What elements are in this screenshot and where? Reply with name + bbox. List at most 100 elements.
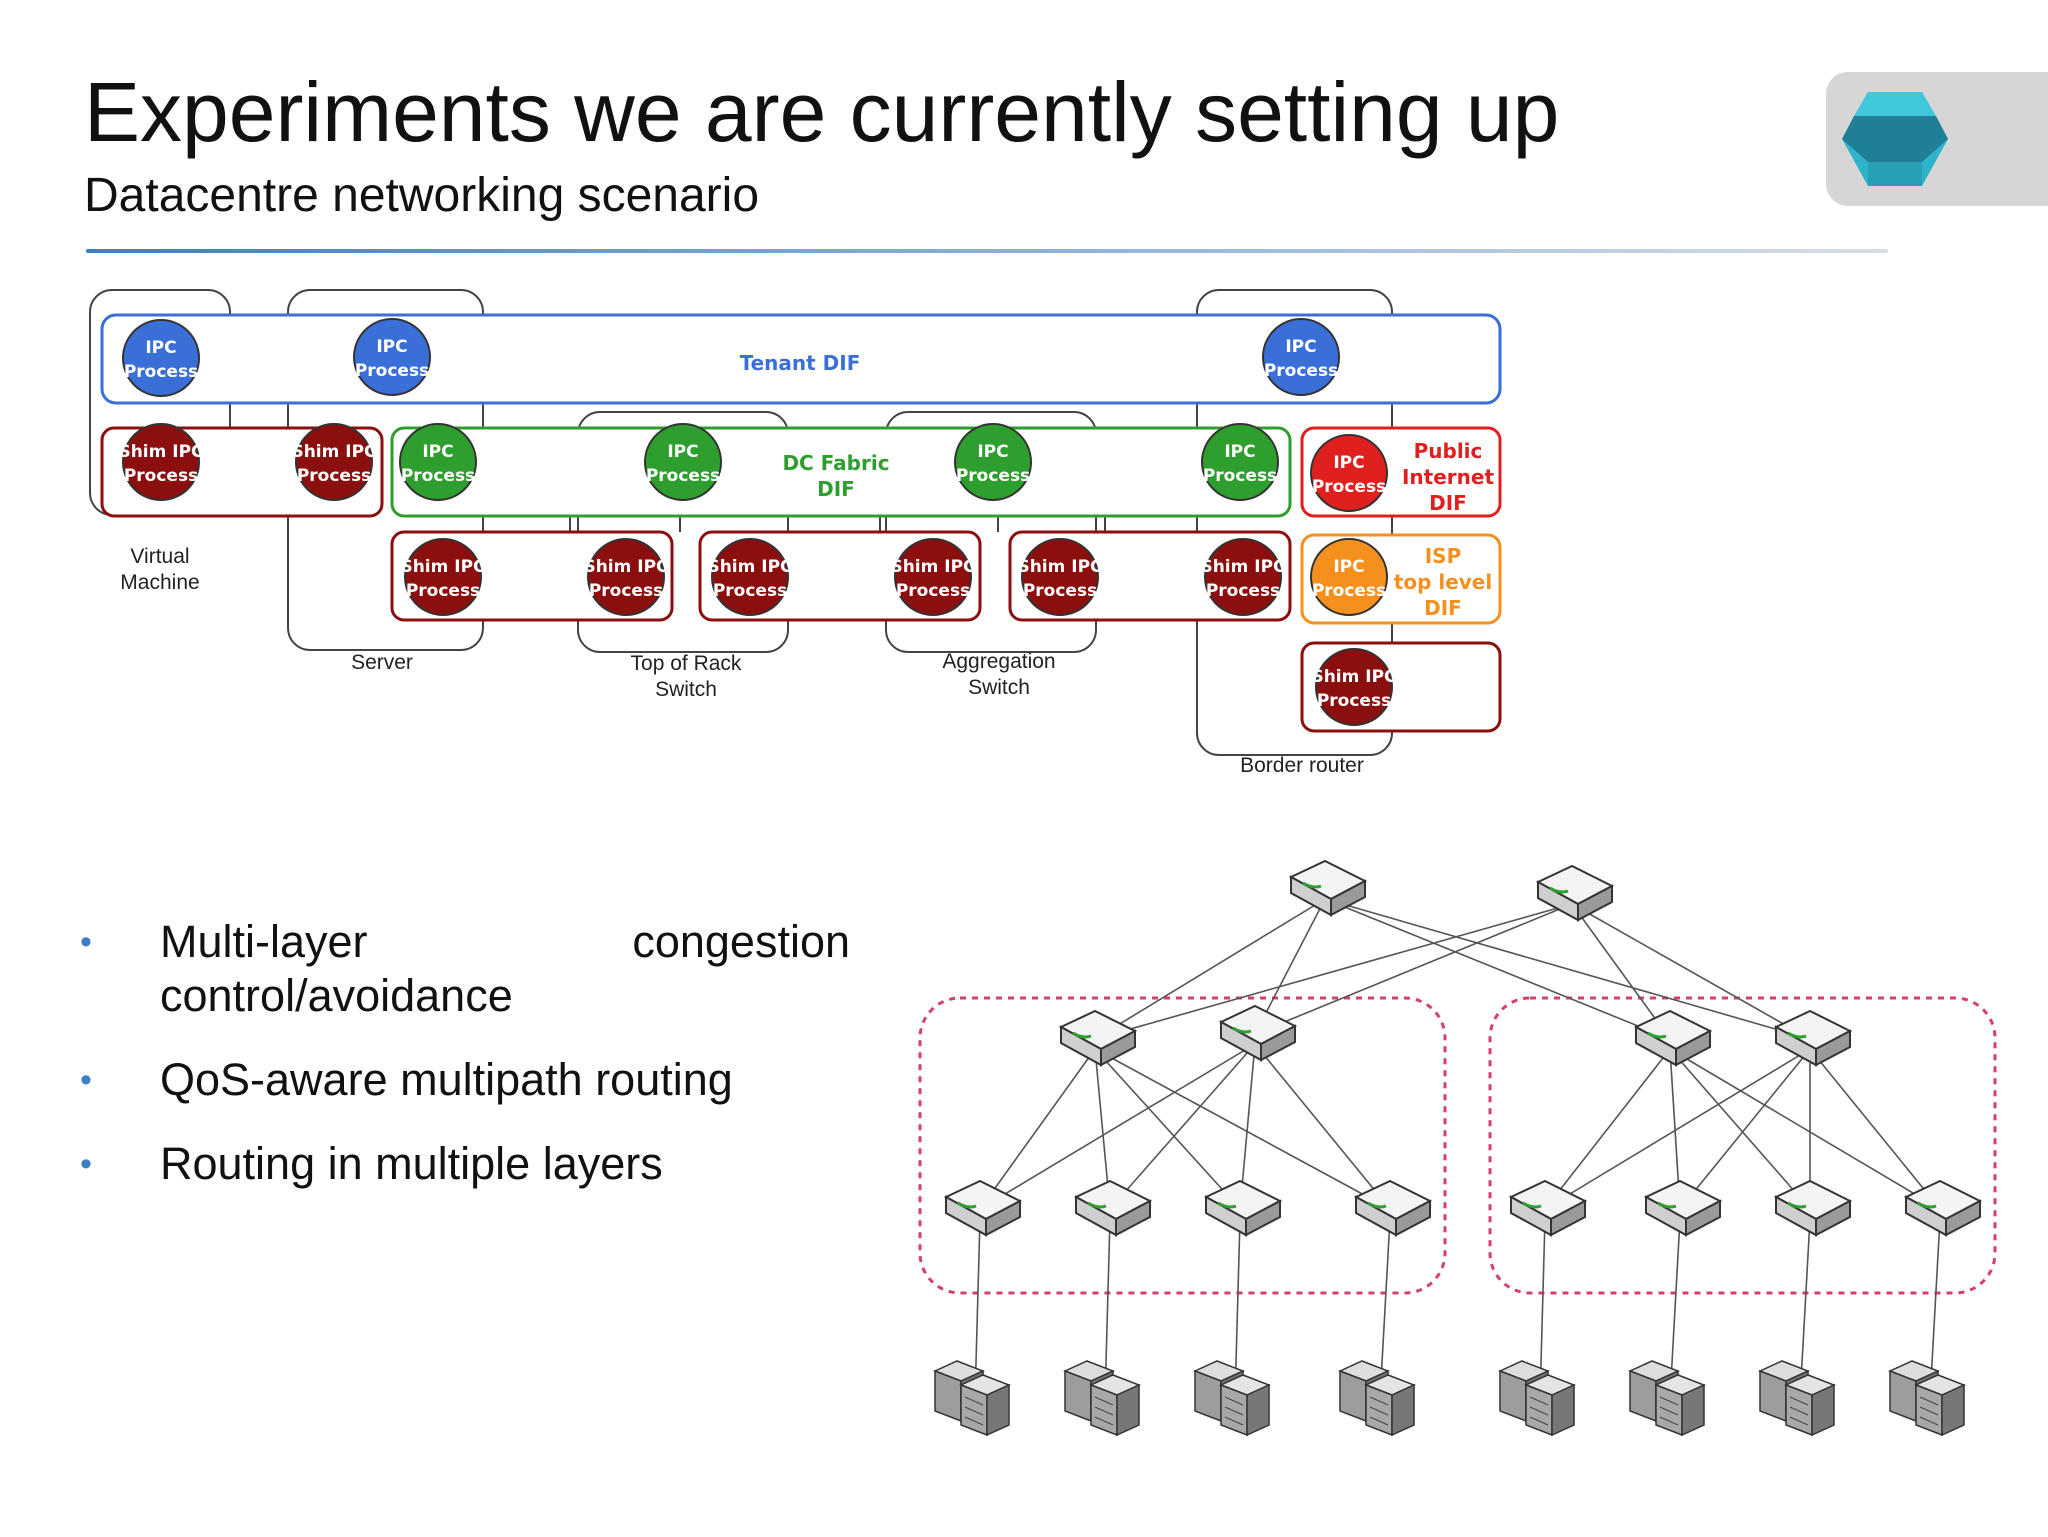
ipc-process-node: IPC Process bbox=[1201, 423, 1279, 501]
ipc-process-node: IPC Process bbox=[954, 423, 1032, 501]
isp-label-2: top level bbox=[1394, 570, 1492, 594]
process-node-label: Process bbox=[1023, 581, 1097, 601]
network-link bbox=[1324, 898, 1671, 1040]
public-internet-label-3: DIF bbox=[1429, 491, 1467, 515]
tor-switch-icon bbox=[1509, 1179, 1587, 1237]
shim-ipc-process-node: Shim IPC Process bbox=[1200, 538, 1286, 616]
bullet-item: • Routing in multiple layers bbox=[80, 1137, 850, 1191]
process-node-label: IPC bbox=[376, 337, 407, 357]
process-node-label: Process bbox=[589, 581, 663, 601]
network-link bbox=[1669, 1048, 1941, 1210]
network-link bbox=[1809, 1048, 1941, 1210]
tor-switch-icon bbox=[1644, 1179, 1722, 1237]
tor-switch-icon bbox=[1904, 1179, 1982, 1237]
server-label: Server bbox=[351, 651, 413, 674]
process-node-label: IPC bbox=[1333, 557, 1364, 577]
process-node-label: Process bbox=[956, 466, 1030, 486]
process-node-label: IPC bbox=[1285, 337, 1316, 357]
isp-label-3: DIF bbox=[1424, 596, 1462, 620]
server-rack-icon bbox=[1339, 1360, 1415, 1436]
pod-left-boundary bbox=[918, 996, 1447, 1295]
hexagon-logo-icon bbox=[1842, 92, 1948, 186]
process-node-label: Process bbox=[1203, 466, 1277, 486]
process-node-label: IPC bbox=[1224, 442, 1255, 462]
server-rack-icon bbox=[1889, 1360, 1965, 1436]
shim-ipc-process-node: Shim IPC Process bbox=[1017, 538, 1103, 616]
process-node-label: Process bbox=[1312, 581, 1386, 601]
process-node-label: Process bbox=[896, 581, 970, 601]
bullet-item: •Multi-layer congestion control/avoidanc… bbox=[80, 915, 850, 1023]
network-link bbox=[1254, 1043, 1391, 1210]
network-link bbox=[979, 1043, 1256, 1210]
dc-fabric-dif-box bbox=[390, 426, 1292, 518]
process-node-label: Process bbox=[124, 466, 198, 486]
process-node-label: IPC bbox=[1333, 453, 1364, 473]
server-rack-icon bbox=[1759, 1360, 1835, 1436]
process-node-label: Process bbox=[401, 466, 475, 486]
process-node-label: Process bbox=[406, 581, 480, 601]
network-link bbox=[1544, 1048, 1671, 1210]
process-node-label: Process bbox=[1312, 477, 1386, 497]
server-rack-icon bbox=[1194, 1360, 1270, 1436]
dc-fabric-dif-label-2: DIF bbox=[817, 477, 855, 501]
bullet-item: •QoS-aware multipath routing bbox=[80, 1053, 850, 1107]
vm-label-2: Machine bbox=[120, 571, 199, 594]
tor-switch-icon bbox=[944, 1179, 1022, 1237]
network-link bbox=[1254, 903, 1573, 1035]
dc-fabric-dif-label-1: DC Fabric bbox=[782, 451, 889, 475]
shim-ipc-process-node: Shim IPC Process bbox=[890, 538, 976, 616]
network-link bbox=[1571, 903, 1811, 1040]
aggregation-switch-icon bbox=[1774, 1009, 1852, 1067]
network-link bbox=[1094, 1048, 1241, 1210]
bullet-dot-icon: • bbox=[80, 1145, 92, 1183]
core-switch-icon bbox=[1536, 864, 1614, 922]
server-rack-icon bbox=[934, 1360, 1010, 1436]
network-link bbox=[1669, 1048, 1811, 1210]
process-node-label: IPC bbox=[145, 338, 176, 358]
public-internet-label-2: Internet bbox=[1402, 465, 1494, 489]
process-node-label: IPC bbox=[977, 442, 1008, 462]
tor-switch-icon bbox=[1074, 1179, 1152, 1237]
network-link bbox=[1109, 1043, 1256, 1210]
process-node-label: Process bbox=[646, 466, 720, 486]
process-node-label: Process bbox=[297, 466, 371, 486]
tor-label-1: Top of Rack bbox=[631, 652, 742, 675]
network-link bbox=[1571, 903, 1671, 1040]
agg-label-1: Aggregation bbox=[942, 650, 1055, 673]
dif-architecture-diagram: Tenant DIF DC Fabric DIF Public Internet… bbox=[89, 289, 1502, 777]
process-node-label: Shim IPC bbox=[890, 557, 975, 577]
process-node-label: Process bbox=[1317, 691, 1391, 711]
bullet-dot-icon: • bbox=[80, 923, 92, 961]
server-rack-icon bbox=[1629, 1360, 1705, 1436]
process-node-label: Process bbox=[1264, 361, 1338, 381]
process-node-label: Process bbox=[1206, 581, 1280, 601]
server-rack-icon bbox=[1499, 1360, 1575, 1436]
process-node-label: Shim IPC bbox=[1200, 557, 1285, 577]
tenant-dif-box bbox=[100, 313, 1502, 405]
tor-switch-icon bbox=[1774, 1179, 1852, 1237]
aggregation-switch-icon bbox=[1059, 1009, 1137, 1067]
ipc-process-node: IPC Process bbox=[1310, 538, 1388, 616]
network-link bbox=[1094, 903, 1573, 1040]
border-router-outline bbox=[1196, 289, 1393, 756]
tor-label-2: Switch bbox=[655, 678, 717, 701]
title-divider bbox=[86, 249, 1888, 253]
bullet-text: Routing in multiple layers bbox=[160, 1138, 663, 1189]
network-link bbox=[1094, 1048, 1391, 1210]
isp-label-1: ISP bbox=[1425, 544, 1462, 568]
process-node-label: IPC bbox=[422, 442, 453, 462]
slide-subtitle: Datacentre networking scenario bbox=[84, 169, 760, 222]
process-node-label: Shim IPC bbox=[1017, 557, 1102, 577]
process-node-label: Shim IPC bbox=[118, 442, 203, 462]
network-link bbox=[1544, 1048, 1811, 1210]
border-router-label: Border router bbox=[1240, 754, 1364, 777]
ipc-process-node: IPC Process bbox=[1262, 318, 1340, 396]
server-rack-icon bbox=[1064, 1360, 1140, 1436]
